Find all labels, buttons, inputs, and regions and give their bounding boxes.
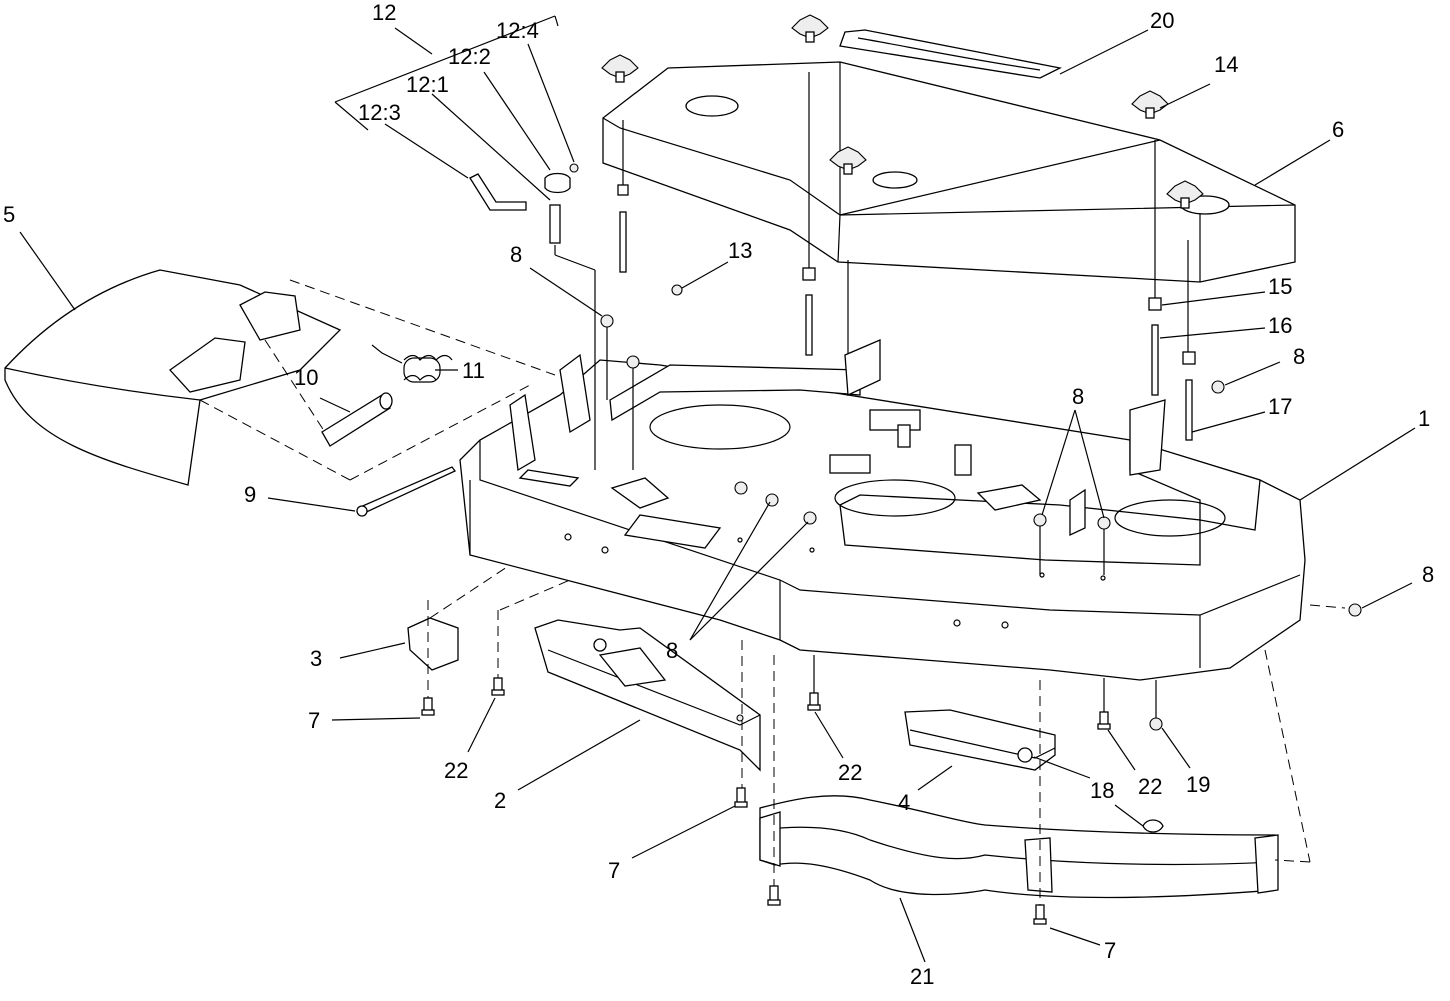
callout-8d: 8: [1422, 562, 1434, 587]
callout-1: 1: [1418, 406, 1430, 431]
callout-9: 9: [244, 482, 256, 507]
callout-20: 20: [1150, 8, 1174, 33]
bracket-part: [407, 617, 459, 671]
callout-8a: 8: [510, 242, 522, 267]
callout-8c: 8: [1072, 384, 1084, 409]
discharge-chute-part: [4, 269, 342, 486]
callout-3: 3: [310, 646, 322, 671]
side-rail-part: [534, 619, 761, 772]
callout-17: 17: [1268, 394, 1292, 419]
callout-12: 12: [372, 0, 396, 25]
callout-13: 13: [728, 238, 752, 263]
callout-19: 19: [1186, 772, 1210, 797]
deck-skirt-part: [759, 795, 1279, 899]
pin-18-icon: [1142, 819, 1164, 833]
knob-icon: [601, 14, 1204, 209]
callout-6: 6: [1332, 117, 1344, 142]
callout-2: 2: [494, 788, 506, 813]
callout-15: 15: [1268, 274, 1292, 299]
callout-12-3: 12:3: [358, 100, 401, 125]
bolt-icon: [421, 677, 1111, 925]
callout-8e: 8: [666, 638, 678, 663]
top-cover-part: [602, 61, 1296, 283]
callout-4: 4: [898, 790, 910, 815]
callout-11: 11: [462, 358, 485, 383]
callout-5: 5: [3, 202, 15, 227]
callout-7a: 7: [308, 708, 320, 733]
pin-part: [356, 466, 457, 517]
decal-part: [839, 29, 1062, 79]
callout-22a: 22: [444, 758, 468, 783]
callout-12-2: 12:2: [448, 44, 491, 69]
callout-12-4: 12:4: [496, 18, 539, 43]
handle-assembly-part: [469, 163, 579, 244]
mower-deck-part: [459, 359, 1306, 681]
callout-16: 16: [1268, 313, 1292, 338]
callout-22b: 22: [838, 760, 862, 785]
callout-10: 10: [294, 365, 318, 390]
callout-labels: 1 2 3 4 5 6 7 7 7 8 8 8 8 8 9 10 11 12 1…: [3, 0, 1434, 989]
spring-part: [371, 344, 453, 383]
callout-12-1: 12:1: [406, 72, 449, 97]
callout-22c: 22: [1138, 774, 1162, 799]
roller-part: [321, 392, 393, 447]
callout-14: 14: [1214, 52, 1238, 77]
callout-21: 21: [910, 964, 934, 989]
callout-8b: 8: [1293, 344, 1305, 369]
baffle-bracket-part: [904, 709, 1056, 771]
callout-7b: 7: [608, 858, 620, 883]
callout-7c: 7: [1104, 938, 1116, 963]
callout-18: 18: [1090, 778, 1114, 803]
leader-lines: [19, 15, 1416, 963]
